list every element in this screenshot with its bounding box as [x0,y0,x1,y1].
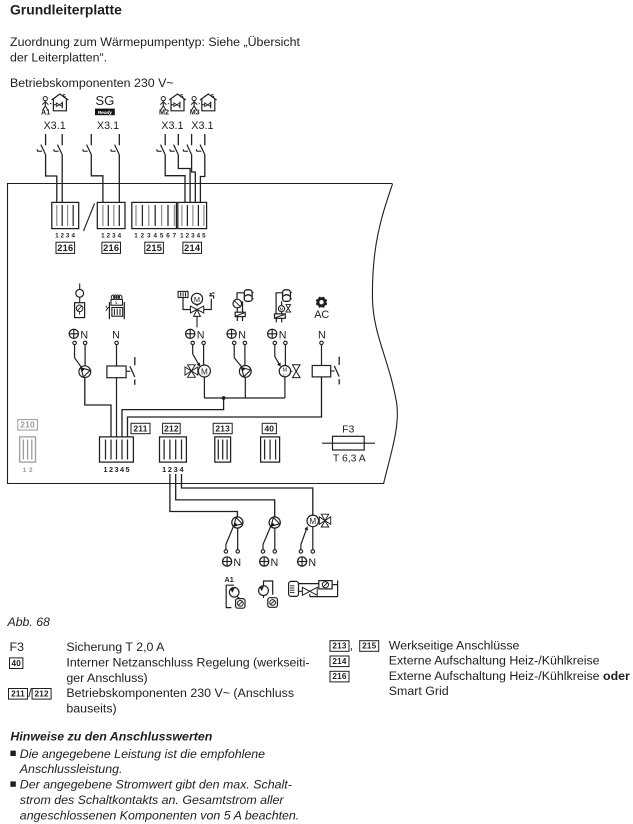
svg-text:2: 2 [141,232,145,239]
svg-text:4: 4 [197,232,201,239]
svg-text:Die angegebene Leistung ist di: Die angegebene Leistung ist die empfohle… [20,747,265,761]
svg-text:3: 3 [114,465,118,474]
svg-text:M: M [201,367,208,376]
svg-text:215: 215 [146,243,162,253]
svg-text:Abb. 68: Abb. 68 [7,615,51,629]
svg-text:M: M [309,517,316,526]
svg-text:40: 40 [11,659,21,668]
svg-text:2: 2 [29,467,33,474]
svg-text:216: 216 [103,243,119,253]
svg-text:5: 5 [202,232,206,239]
svg-text:X3.1: X3.1 [97,120,119,132]
svg-text:Hinweise zu den Anschlusswerte: Hinweise zu den Anschlusswerten [10,729,212,743]
svg-text:4: 4 [120,465,125,474]
svg-text:AC: AC [314,309,329,321]
svg-text:5: 5 [125,465,129,474]
svg-text:Werkseitige Anschlüsse: Werkseitige Anschlüsse [389,638,520,652]
svg-text:Ready: Ready [98,110,113,116]
svg-text:Interner Netzanschluss Regelun: Interner Netzanschluss Regelung (werksei… [66,656,309,670]
svg-text:3: 3 [112,232,116,239]
svg-text:2: 2 [168,465,172,474]
svg-text:1: 1 [180,232,184,239]
svg-text:A1: A1 [41,108,50,117]
svg-text:4: 4 [71,232,75,239]
svg-text:X3.1: X3.1 [43,120,65,132]
svg-text:1: 1 [23,467,27,474]
svg-text:1~: 1~ [283,373,288,377]
svg-text:4: 4 [118,232,122,239]
svg-text:Betriebskomponenten 230 V~: Betriebskomponenten 230 V~ [10,76,174,90]
svg-text:2: 2 [109,465,113,474]
svg-text:Zuordnung zum Wärmepumpentyp:: Zuordnung zum Wärmepumpentyp: Siehe „Übe… [10,35,300,49]
svg-text:N: N [318,329,326,341]
svg-text:Betriebskomponenten 230 V~ (An: Betriebskomponenten 230 V~ (Anschluss [66,686,294,700]
svg-text:3: 3 [147,232,151,239]
svg-text:213: 213 [215,423,230,433]
svg-text:M: M [194,295,200,304]
svg-text:6: 6 [166,232,170,239]
svg-text:Grundleiterplatte: Grundleiterplatte [10,1,122,17]
svg-text:M2: M2 [159,108,169,117]
svg-text:Smart Grid: Smart Grid [389,684,449,698]
svg-text:40: 40 [264,423,274,433]
svg-text:F3: F3 [342,424,354,435]
svg-text:1: 1 [55,232,59,239]
svg-text:2: 2 [186,232,190,239]
svg-text:N: N [279,329,287,341]
svg-text:5: 5 [160,232,164,239]
svg-text:M3: M3 [190,108,200,117]
svg-text:ger Anschluss): ger Anschluss) [66,671,147,685]
svg-text:Anschlussleistung.: Anschlussleistung. [19,762,123,776]
svg-text:N: N [308,557,316,569]
svg-text:211: 211 [11,689,25,698]
svg-text:3: 3 [174,465,178,474]
svg-text:3: 3 [66,232,70,239]
svg-text:/: / [28,686,32,700]
svg-text:215: 215 [362,642,377,651]
svg-text:M: M [283,368,288,374]
svg-text:7: 7 [173,232,177,239]
svg-text:N: N [80,329,88,341]
svg-text:bauseits): bauseits) [66,701,116,715]
svg-text:N: N [197,329,205,341]
svg-text:Sicherung T 2,0 A: Sicherung T 2,0 A [66,640,165,654]
svg-text:N: N [112,329,120,341]
svg-text:1: 1 [101,232,105,239]
svg-text:N: N [238,329,246,341]
svg-text:4: 4 [153,232,157,239]
svg-text:F3: F3 [10,640,25,654]
svg-text:2: 2 [107,232,111,239]
svg-text:der Leiterplatten“.: der Leiterplatten“. [10,51,107,65]
svg-text:214: 214 [184,243,201,253]
svg-text:N: N [233,557,241,569]
svg-text:M: M [280,307,284,312]
svg-text:2: 2 [60,232,64,239]
svg-text:angeschlossenen Komponenten vo: angeschlossenen Komponenten von 5 A beac… [20,808,299,822]
svg-text:1: 1 [134,232,138,239]
svg-text:211: 211 [133,423,147,433]
svg-text:210: 210 [20,420,35,430]
svg-text:Externe Aufschaltung Heiz-/Küh: Externe Aufschaltung Heiz-/Kühlkreise od… [389,669,630,683]
svg-text:212: 212 [34,689,49,698]
svg-text:N: N [271,557,279,569]
svg-text:213: 213 [332,642,347,651]
svg-text:216: 216 [57,243,73,253]
svg-text:A1: A1 [225,575,234,584]
svg-text:3: 3 [191,232,195,239]
svg-text:214: 214 [332,657,347,666]
svg-text:Externe Aufschaltung Heiz-/Küh: Externe Aufschaltung Heiz-/Kühlkreise [389,654,600,668]
svg-text:X3.1: X3.1 [191,120,213,132]
svg-text:strom des Schaltkontakts an. G: strom des Schaltkontakts an. Gesamtstrom… [20,793,285,807]
svg-text:1.: 1. [115,300,119,305]
svg-text:212: 212 [164,423,179,433]
svg-text:1: 1 [162,465,166,474]
svg-text:4: 4 [179,465,184,474]
svg-text:,: , [350,638,353,652]
svg-text:Der angegebene Stromwert gibt: Der angegebene Stromwert gibt den max. S… [20,778,292,792]
svg-text:SG: SG [95,93,114,108]
svg-text:X3.1: X3.1 [161,120,183,132]
svg-text:216: 216 [332,672,347,681]
svg-text:1: 1 [103,465,107,474]
svg-text:T 6,3 A: T 6,3 A [333,454,366,465]
